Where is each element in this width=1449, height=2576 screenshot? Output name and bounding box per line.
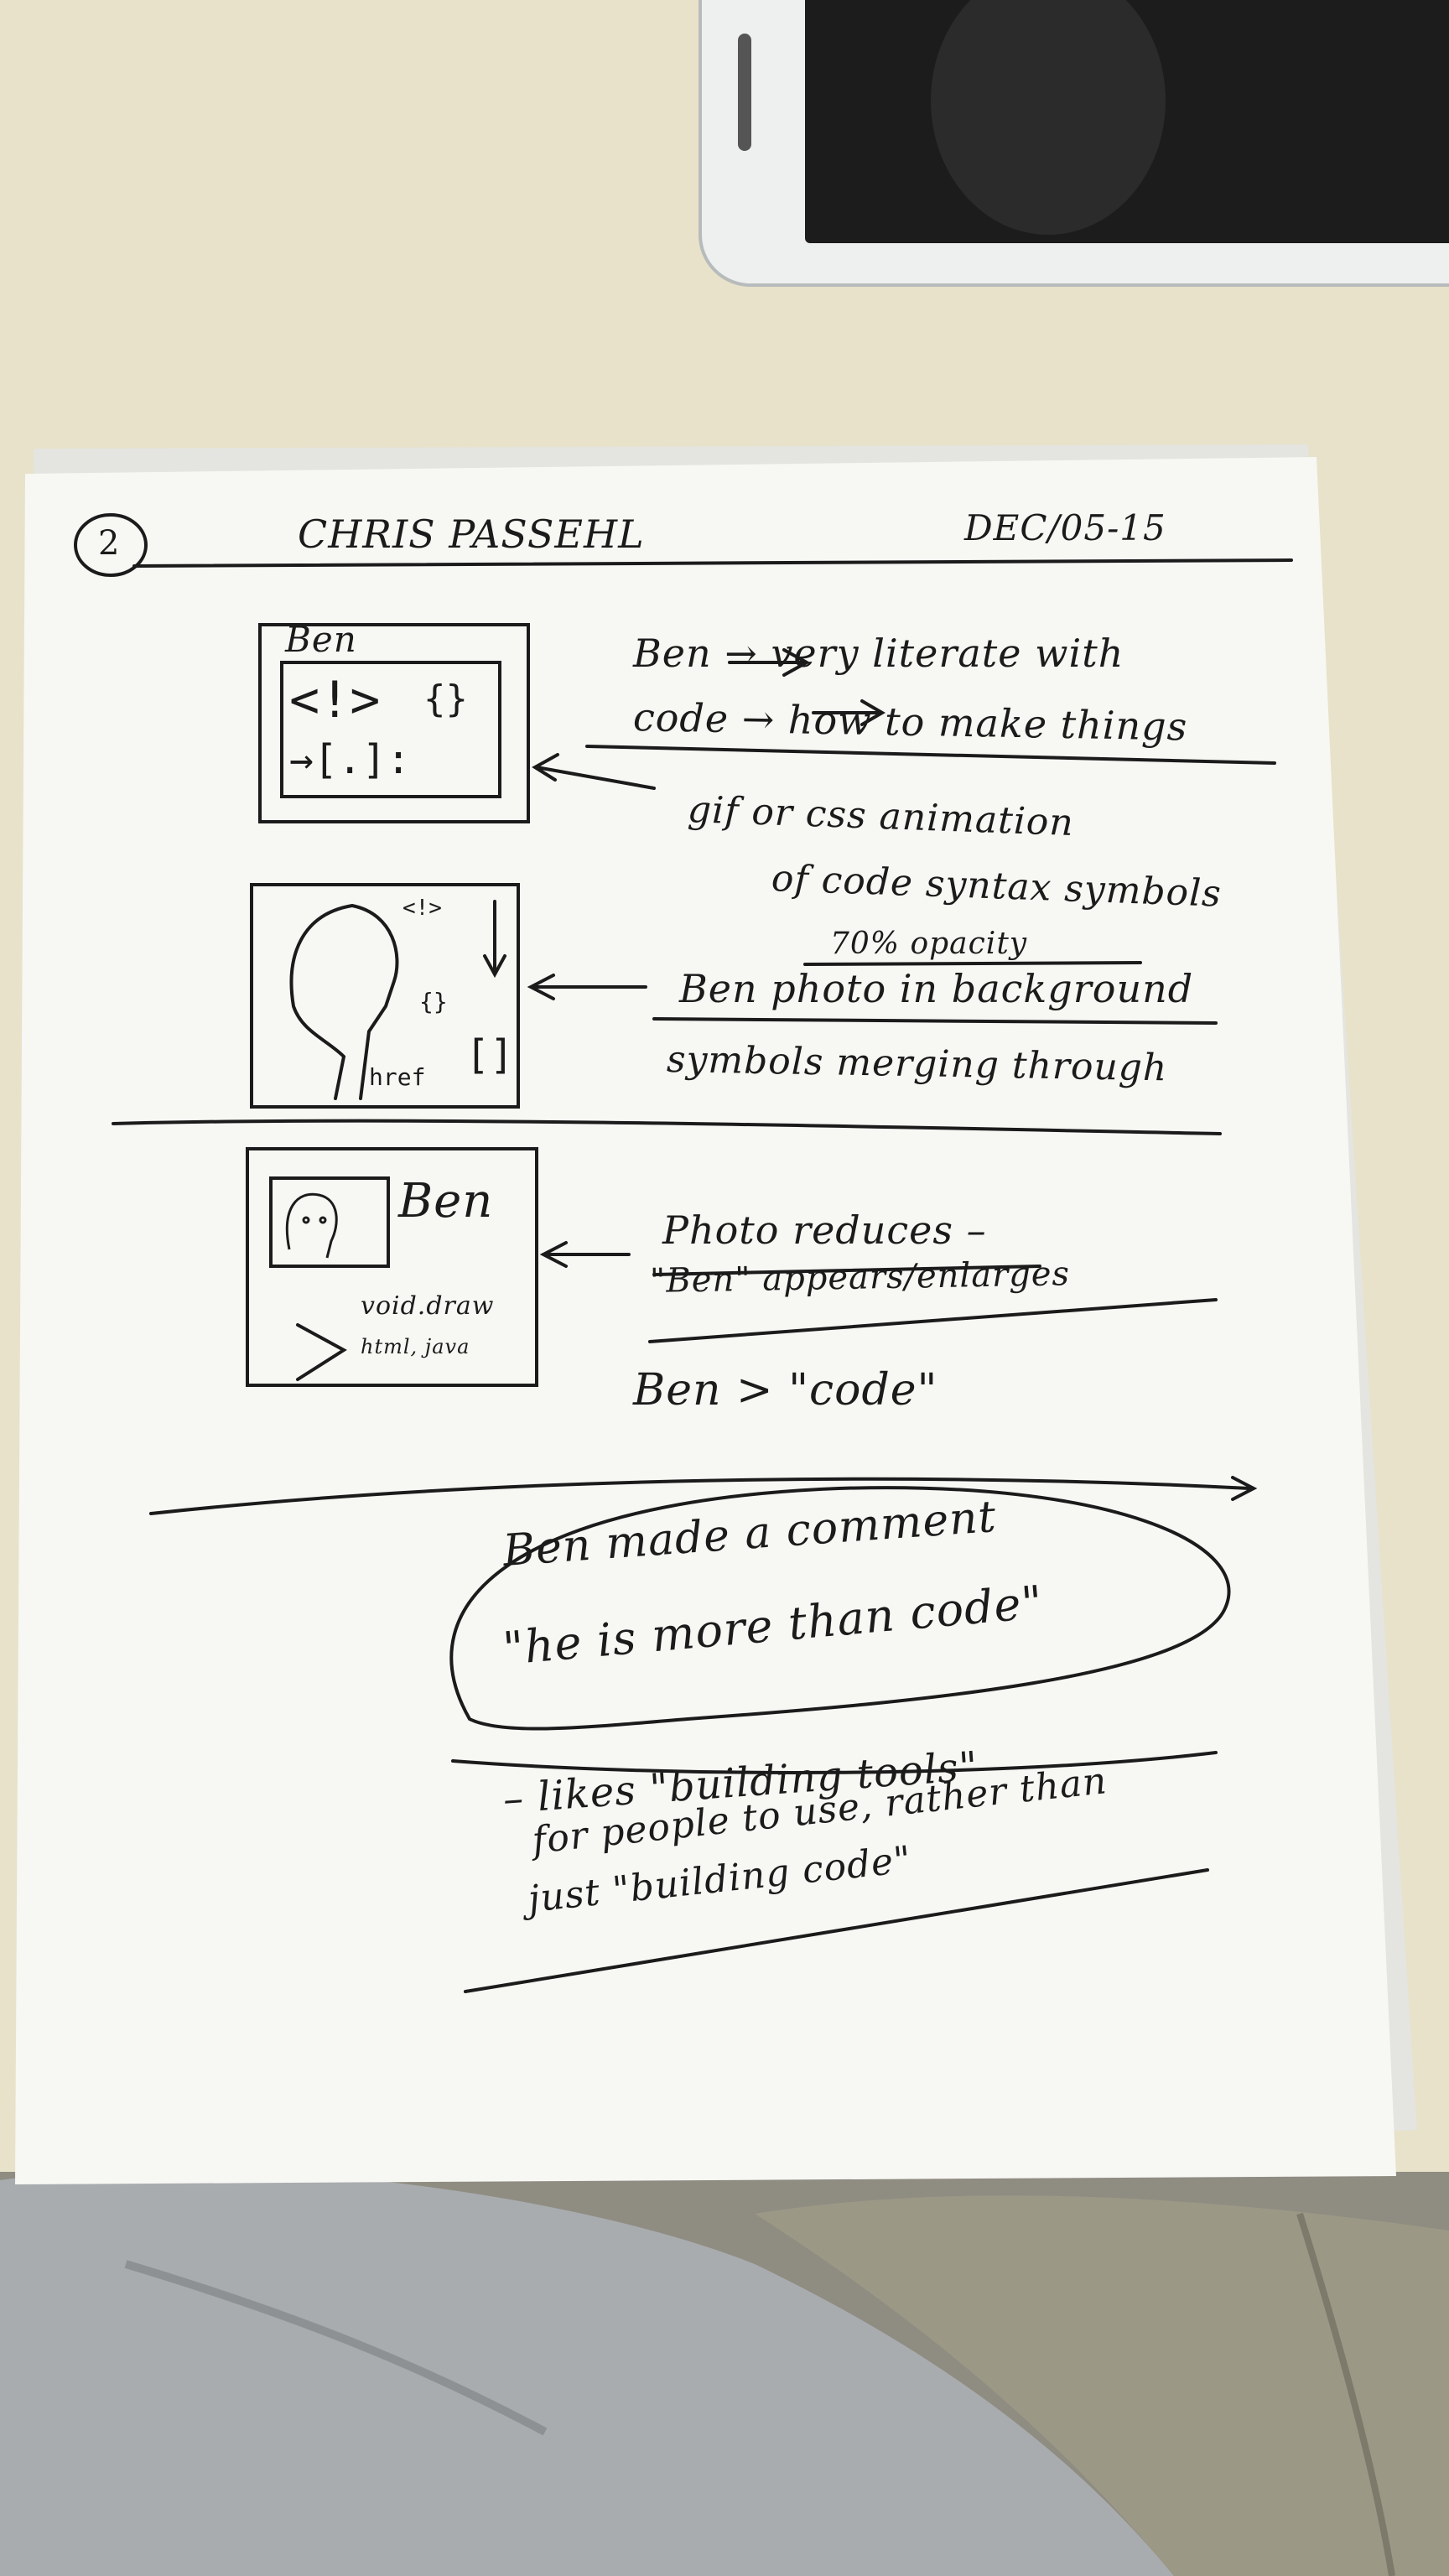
- panel3-code-line-2: html, java: [361, 1335, 470, 1358]
- note-how-to-make: code → how to make things: [632, 694, 1188, 750]
- header-date: DEC/05-15: [964, 507, 1166, 548]
- note-literate: Ben → very literate with: [633, 631, 1124, 676]
- author-name: CHRIS PASSEHL: [298, 512, 645, 557]
- panel2-symbol-brackets: []: [465, 1031, 514, 1078]
- panel2-symbol-href: href: [369, 1063, 426, 1091]
- panel1-symbol-arrow: →[.]:: [289, 736, 411, 783]
- note-photo-background: Ben photo in background: [679, 966, 1194, 1011]
- panel3-label: Ben: [398, 1174, 494, 1228]
- note-ben-code: Ben > "code": [633, 1365, 938, 1415]
- page-number: 2: [98, 524, 121, 563]
- note-ben-appears: "Ben" appears/enlarges: [649, 1254, 1071, 1301]
- note-photo-reduces: Photo reduces –: [662, 1208, 987, 1253]
- panel1-label: Ben: [285, 619, 357, 660]
- panel1-symbol-tag: <!>: [289, 671, 381, 730]
- panel3-code-line-1: void.draw: [361, 1291, 495, 1321]
- note-opacity: 70% opacity: [830, 927, 1028, 961]
- phone: [699, 0, 1449, 287]
- note-symbols-merging: symbols merging through: [666, 1038, 1168, 1090]
- panel2-symbol-braces: {}: [419, 988, 448, 1015]
- fabric-sleeve: [0, 2169, 1449, 2576]
- panel1-symbol-braces: {}: [423, 678, 468, 720]
- panel2-symbol-tag: <!>: [402, 896, 442, 921]
